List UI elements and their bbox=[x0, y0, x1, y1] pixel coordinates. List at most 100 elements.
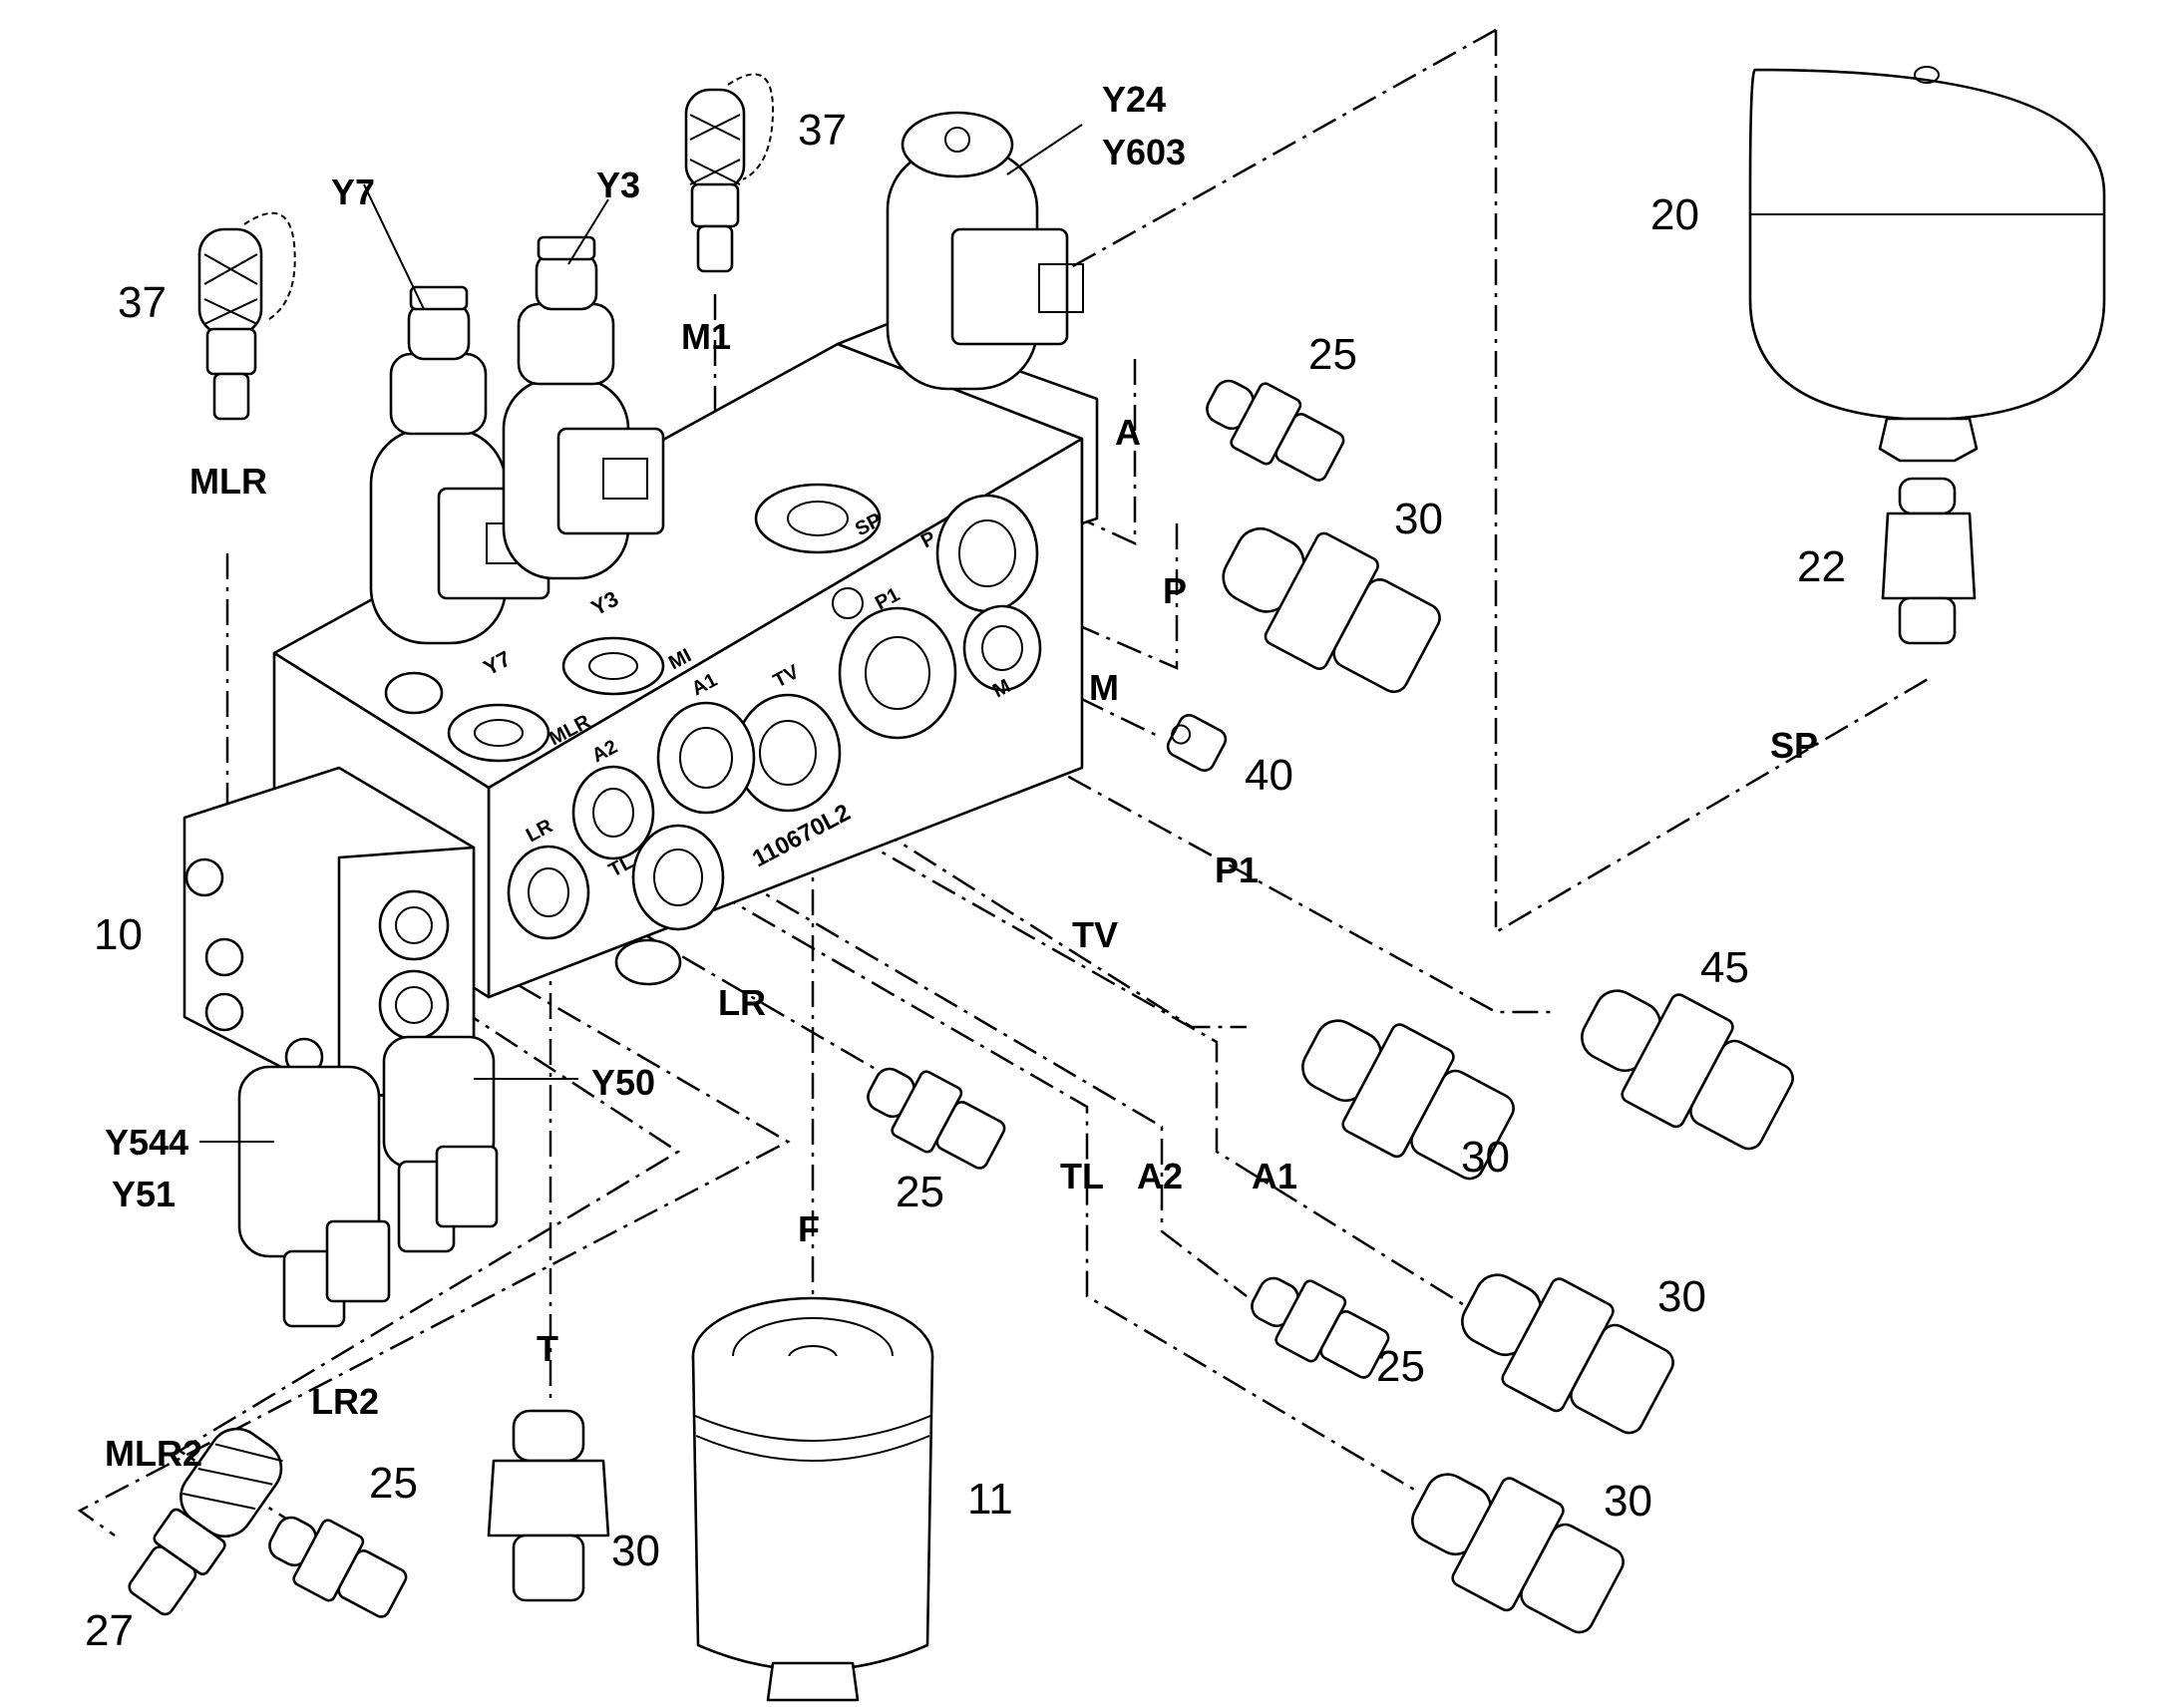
label-y3: Y3 bbox=[596, 165, 640, 205]
fitting-30tv-thread bbox=[1410, 1069, 1515, 1181]
solenoid-y3-stem bbox=[535, 252, 598, 311]
port-tl-bore bbox=[653, 849, 703, 906]
solenoid-y24 bbox=[886, 111, 1084, 391]
label-p: P bbox=[1163, 570, 1187, 611]
filter-11 bbox=[691, 1296, 934, 1702]
coupling-37l-hex bbox=[205, 327, 257, 376]
label-y50: Y50 bbox=[591, 1062, 655, 1103]
solenoid-y24-knob bbox=[901, 111, 1014, 178]
solenoid-y50-connector bbox=[435, 1145, 499, 1228]
solenoid-y24-connector bbox=[950, 227, 1069, 346]
accumulator-nut bbox=[1878, 417, 1979, 463]
fitting-30t-bottom bbox=[512, 1534, 585, 1602]
valve-block: Y7 Y3 MI MLR A1 TV A2 LR TL P1 P M SP 11… bbox=[272, 322, 1099, 999]
leader-p1 bbox=[907, 686, 1556, 1014]
port-lr bbox=[507, 845, 590, 940]
label-40: 40 bbox=[1245, 751, 1293, 800]
fitting-45-thread bbox=[1689, 1039, 1794, 1151]
solenoid-y50 bbox=[382, 1035, 499, 1253]
solenoid-y7 bbox=[369, 285, 550, 645]
leader-sp-frame bbox=[1494, 30, 1931, 935]
label-y24: Y24 bbox=[1102, 79, 1166, 120]
coupling-37t-chain bbox=[727, 73, 775, 180]
fitting-45 bbox=[1581, 989, 1794, 1151]
port-sp bbox=[754, 483, 882, 554]
solenoid-y3-connector bbox=[556, 427, 665, 535]
port-lr-bore bbox=[528, 867, 569, 917]
fitting-30tl-thread bbox=[1520, 1523, 1625, 1634]
test-coupling-37-top bbox=[684, 73, 775, 273]
fitting-25-lr2 bbox=[268, 1516, 408, 1618]
label-30-upper: 30 bbox=[1394, 495, 1443, 543]
fitting-30-tl bbox=[1411, 1473, 1625, 1634]
fitting-25-a2 bbox=[1251, 1276, 1390, 1379]
fitting-30t-top bbox=[512, 1409, 585, 1463]
label-10: 10 bbox=[94, 910, 143, 959]
fitting-22-top bbox=[1898, 477, 1957, 515]
accumulator-vent bbox=[1914, 66, 1940, 84]
label-mlr: MLR bbox=[189, 461, 267, 502]
fitting-30-upper bbox=[1222, 527, 1441, 694]
label-30-tl: 30 bbox=[1604, 1477, 1652, 1526]
label-tl: TL bbox=[1060, 1156, 1104, 1196]
sandwich-port-r1-bore bbox=[395, 986, 433, 1024]
label-37-left: 37 bbox=[118, 278, 167, 327]
leader-tl bbox=[672, 865, 1417, 1493]
port-p bbox=[935, 494, 1039, 613]
coupling-37t-sleeve bbox=[684, 88, 746, 191]
leader-y24-label bbox=[1006, 124, 1083, 175]
solenoid-y7-nut bbox=[389, 352, 488, 436]
plug-40 bbox=[1166, 714, 1228, 772]
coupling-37l-stem bbox=[212, 372, 250, 421]
fitting-25u-thread bbox=[1274, 413, 1345, 482]
label-tv: TV bbox=[1072, 914, 1118, 955]
label-t: T bbox=[537, 1328, 558, 1369]
fitting-30-a1 bbox=[1461, 1273, 1674, 1435]
plug-40-body bbox=[1166, 714, 1228, 772]
label-m1: M1 bbox=[681, 316, 731, 357]
port-p1-bore bbox=[865, 636, 930, 710]
sandwich-bolt-2 bbox=[204, 937, 244, 977]
leader-mlr2 bbox=[77, 960, 791, 1537]
port-a2 bbox=[571, 765, 655, 860]
port-m1 bbox=[561, 636, 665, 696]
label-y7: Y7 bbox=[331, 171, 375, 212]
label-45: 45 bbox=[1700, 943, 1749, 992]
port-sp-bore bbox=[787, 501, 849, 536]
coupling-37l-chain bbox=[243, 211, 296, 320]
sandwich-port-r2 bbox=[378, 889, 450, 961]
label-30-t: 30 bbox=[611, 1527, 660, 1575]
accumulator-20 bbox=[1748, 66, 2106, 463]
label-y51: Y51 bbox=[112, 1174, 176, 1214]
label-25-lr2: 25 bbox=[369, 1459, 418, 1508]
label-y603: Y603 bbox=[1102, 132, 1186, 172]
label-m: M bbox=[1089, 667, 1119, 708]
fitting-25-lr bbox=[867, 1067, 1006, 1170]
label-30-a1: 30 bbox=[1657, 1272, 1706, 1321]
fitting-30-tv bbox=[1301, 1019, 1515, 1181]
port-a1-bore bbox=[679, 727, 733, 789]
label-25-a2: 25 bbox=[1376, 1342, 1425, 1391]
port-tl bbox=[631, 824, 725, 931]
solenoid-y544 bbox=[237, 1065, 391, 1328]
label-f: F bbox=[798, 1208, 820, 1249]
solenoid-y544-connector bbox=[325, 1219, 391, 1303]
leader-y7-label bbox=[363, 183, 425, 310]
leader-m bbox=[996, 656, 1163, 740]
fitting-30u-thread bbox=[1332, 578, 1441, 694]
label-22: 22 bbox=[1797, 542, 1846, 591]
label-lr2: LR2 bbox=[311, 1381, 379, 1422]
sandwich-bolt-1 bbox=[184, 857, 224, 897]
label-27: 27 bbox=[85, 1606, 134, 1655]
solenoid-y7-stem bbox=[407, 302, 471, 361]
coupling-27-knurl bbox=[181, 1443, 283, 1511]
coupling-37t-knurl bbox=[689, 114, 741, 185]
sandwich-port-r1 bbox=[378, 969, 450, 1041]
fitting-30t-hex bbox=[487, 1459, 610, 1537]
label-sp: SP bbox=[1770, 725, 1818, 766]
fitting-25lr-thread bbox=[935, 1101, 1006, 1170]
port-m1-bore bbox=[588, 652, 638, 680]
sandwich-block-10 bbox=[182, 766, 476, 1099]
port-y7-bore bbox=[474, 719, 524, 747]
